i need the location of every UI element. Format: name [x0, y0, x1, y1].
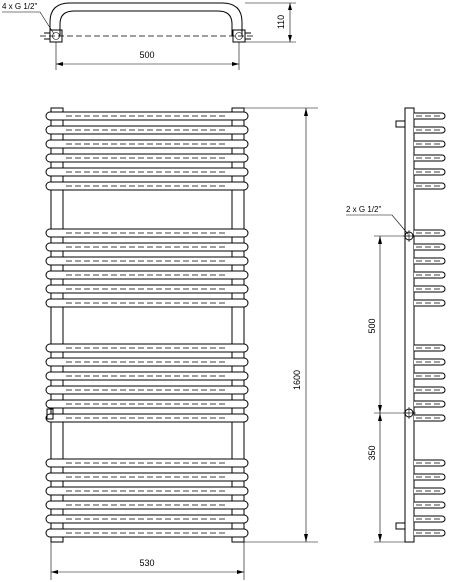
connections-top-label: 4 x G 1/2": [2, 2, 37, 11]
top-view-tube-outer: [49, 2, 243, 36]
front-view: 1600 530: [45, 107, 318, 580]
top-width-dimension: 500: [139, 50, 154, 60]
side-collector: [404, 107, 415, 543]
front-width-dimension: 530: [139, 558, 154, 568]
front-bars: [45, 111, 249, 538]
top-depth-dimension: 110: [276, 15, 286, 29]
side-top-bracket: [395, 120, 406, 128]
right-collector: [231, 107, 245, 543]
side-bottom-bracket: [395, 522, 406, 530]
side-view: 2 x G 1/2" 500 350: [346, 107, 446, 543]
side-upper-dimension: 500: [367, 318, 377, 333]
height-dimension: 1600: [292, 370, 302, 390]
top-view-tube-inner: [59, 10, 233, 36]
connections-top-leader: [2, 11, 55, 35]
front-inlet-stub: [46, 408, 54, 420]
connections-side-label: 2 x G 1/2": [346, 205, 381, 214]
side-tubes: [414, 112, 446, 537]
top-view: 4 x G 1/2" 500 110: [2, 2, 296, 70]
side-lower-dimension: 350: [367, 445, 377, 460]
connections-side-leader: [346, 214, 409, 235]
left-collector: [50, 107, 64, 543]
